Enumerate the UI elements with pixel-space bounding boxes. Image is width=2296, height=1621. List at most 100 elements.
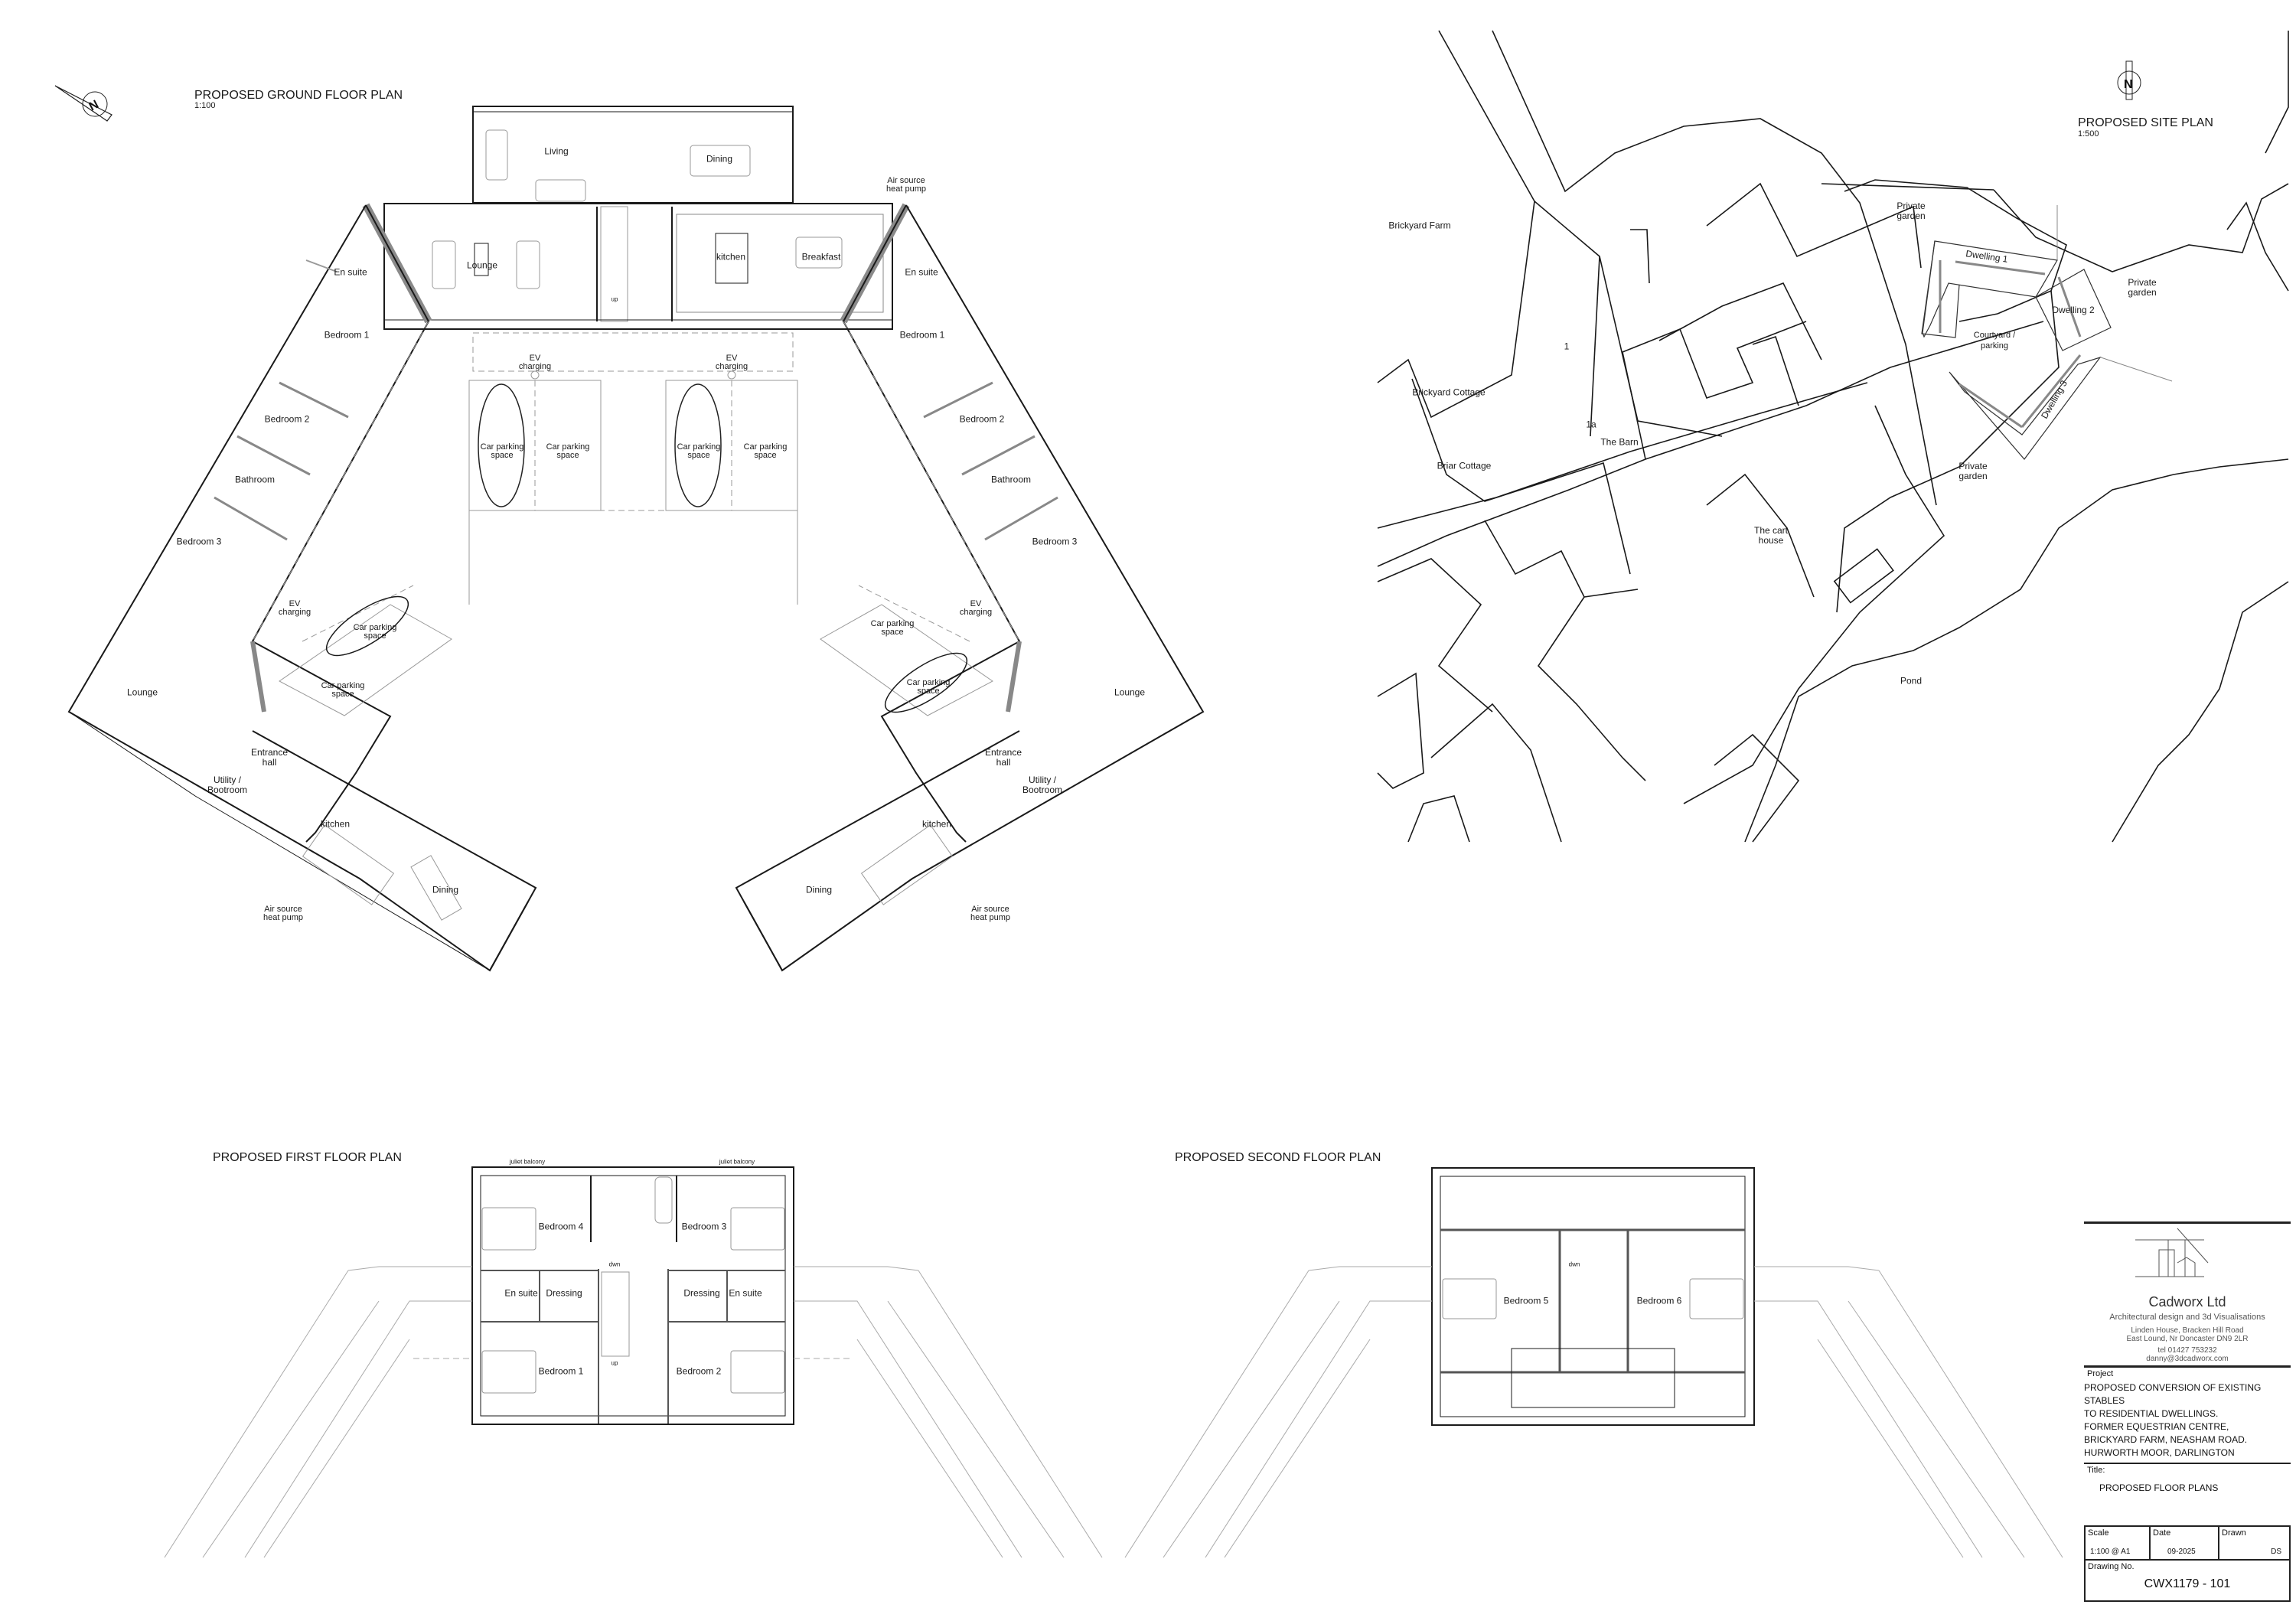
svg-text:N: N bbox=[87, 98, 101, 113]
courtyard-parking-4: Car parking space bbox=[743, 442, 788, 460]
room-dining: Dining bbox=[706, 153, 733, 165]
scale-label: Scale bbox=[2088, 1528, 2109, 1538]
date-label: Date bbox=[2153, 1528, 2171, 1538]
ground-floor-scale: 1:100 bbox=[194, 101, 216, 110]
label-pond: Pond bbox=[1900, 675, 1923, 687]
company-panel: Cadworx Ltd Architectural design and 3d … bbox=[2084, 1221, 2291, 1365]
room-breakfast: Breakfast bbox=[801, 251, 841, 263]
project-line: TO RESIDENTIAL DWELLINGS. bbox=[2084, 1408, 2219, 1419]
ff-stair-up: up bbox=[611, 1359, 618, 1367]
site-plan-scale: 1:500 bbox=[2078, 129, 2099, 139]
courtyard-parking-3: Car parking space bbox=[677, 442, 721, 460]
stair-up-label: up bbox=[611, 295, 618, 303]
ff-dressing-left: Dressing bbox=[546, 1287, 582, 1299]
scale-value: 1:100 @ A1 bbox=[2090, 1548, 2131, 1556]
address-line-2: East Lound, Nr Doncaster DN9 2LR bbox=[2126, 1335, 2249, 1343]
right-parking-2: Car parking space bbox=[906, 678, 951, 696]
label-garden-e: Private garden bbox=[2128, 277, 2157, 298]
first-floor-roof-outline bbox=[164, 1266, 1103, 1558]
company-email[interactable]: danny@3dcadworx.com bbox=[2146, 1355, 2229, 1363]
left-bedroom-2: Bedroom 2 bbox=[264, 413, 310, 425]
ff-dressing-right: Dressing bbox=[683, 1287, 720, 1299]
second-floor-plan bbox=[1431, 1167, 1755, 1426]
label-plot-1a: 1a bbox=[1586, 419, 1596, 430]
second-floor-title: PROPOSED SECOND FLOOR PLAN bbox=[1175, 1151, 1381, 1164]
courtyard-parking bbox=[252, 321, 1020, 642]
drawn-label: Drawn bbox=[2222, 1528, 2246, 1538]
room-kitchen: kitchen bbox=[716, 251, 746, 263]
drawn-value: DS bbox=[2271, 1548, 2281, 1556]
left-kitchen: kitchen bbox=[320, 818, 351, 830]
right-utility: Utility / Bootroom bbox=[1022, 775, 1063, 795]
sf-stair-dwn: dwn bbox=[1568, 1261, 1580, 1268]
sf-bedroom-6: Bedroom 6 bbox=[1636, 1295, 1682, 1306]
title-block: Cadworx Ltd Architectural design and 3d … bbox=[2084, 1221, 2291, 1602]
left-entrance-hall: Entrance hall bbox=[250, 747, 289, 768]
courtyard-parking-1: Car parking space bbox=[480, 442, 524, 460]
project-line: BRICKYARD FARM, NEASHAM ROAD. bbox=[2084, 1434, 2248, 1445]
label-brickyard-farm: Brickyard Farm bbox=[1388, 220, 1451, 231]
ff-en-suite-right: En suite bbox=[729, 1287, 762, 1299]
site-north-arrow-icon: N bbox=[2117, 60, 2141, 100]
drawing-info-grid: Scale 1:100 @ A1 Date 09-2025 Drawn DS bbox=[2084, 1525, 2291, 1561]
label-plot-1: 1 bbox=[1564, 341, 1570, 352]
project-panel: Project PROPOSED CONVERSION OF EXISTING … bbox=[2084, 1365, 2291, 1463]
project-label: Project bbox=[2087, 1369, 2114, 1378]
right-bedroom-2: Bedroom 2 bbox=[959, 413, 1005, 425]
ff-bedroom-4: Bedroom 4 bbox=[538, 1221, 584, 1232]
left-bedroom-3: Bedroom 3 bbox=[176, 536, 222, 547]
right-bedroom-1: Bedroom 1 bbox=[899, 329, 945, 341]
courtyard-parking-2: Car parking space bbox=[546, 442, 590, 460]
right-ev-charging: EV charging bbox=[959, 599, 993, 617]
label-dwelling-2: Dwelling 2 bbox=[2052, 305, 2095, 315]
label-courtyard-parking: Courtyard / parking bbox=[1973, 331, 2016, 351]
left-heat-pump: Air source heat pump bbox=[263, 905, 303, 922]
drawing-number-cell: Drawing No. CWX1179 - 101 bbox=[2084, 1561, 2291, 1602]
left-lounge: Lounge bbox=[126, 687, 158, 698]
label-the-barn: The Barn bbox=[1600, 436, 1639, 448]
site-dwellings bbox=[1921, 205, 2173, 460]
drawing-title: PROPOSED FLOOR PLANS bbox=[2099, 1482, 2219, 1493]
drawing-number-label: Drawing No. bbox=[2088, 1562, 2135, 1571]
project-line: PROPOSED CONVERSION OF EXISTING STABLES bbox=[2084, 1382, 2262, 1406]
juliet-balcony-right: juliet balcony bbox=[719, 1158, 755, 1166]
ff-en-suite-left: En suite bbox=[504, 1287, 538, 1299]
room-living: Living bbox=[544, 145, 569, 157]
ff-bedroom-1: Bedroom 1 bbox=[538, 1365, 584, 1377]
project-description: PROPOSED CONVERSION OF EXISTING STABLES … bbox=[2084, 1380, 2291, 1463]
ground-floor-centre-block bbox=[362, 106, 910, 330]
title-panel: Title: PROPOSED FLOOR PLANS bbox=[2084, 1463, 2291, 1525]
second-floor-roof-outline bbox=[1124, 1266, 2063, 1558]
right-kitchen: kitchen bbox=[921, 818, 952, 830]
ground-floor-title: PROPOSED GROUND FLOOR PLAN bbox=[194, 89, 403, 102]
room-lounge: Lounge bbox=[466, 259, 498, 271]
site-plan-linework bbox=[1377, 30, 2289, 843]
company-contact: tel 01427 753232 danny@3dcadworx.com bbox=[2084, 1346, 2291, 1363]
heat-pump-centre: Air source heat pump bbox=[886, 176, 926, 194]
left-bathroom: Bathroom bbox=[234, 474, 276, 485]
right-en-suite: En suite bbox=[905, 266, 938, 278]
company-tagline: Architectural design and 3d Visualisatio… bbox=[2109, 1313, 2265, 1322]
courtyard-ev-right: EV charging bbox=[715, 354, 748, 371]
left-en-suite: En suite bbox=[334, 266, 367, 278]
ff-stair-dwn: dwn bbox=[608, 1261, 621, 1268]
left-bedroom-1: Bedroom 1 bbox=[324, 329, 370, 341]
date-cell: Date 09-2025 bbox=[2151, 1527, 2219, 1559]
left-utility: Utility / Bootroom bbox=[207, 775, 248, 795]
company-tel: tel 01427 753232 bbox=[2157, 1346, 2217, 1355]
first-floor-plan bbox=[471, 1166, 794, 1425]
right-heat-pump: Air source heat pump bbox=[970, 905, 1010, 922]
company-name: Cadworx Ltd bbox=[2148, 1294, 2226, 1310]
right-dining: Dining bbox=[805, 884, 833, 895]
right-parking-1: Car parking space bbox=[870, 619, 915, 637]
label-brickyard-cottage: Brickyard Cottage bbox=[1412, 386, 1486, 398]
right-lounge: Lounge bbox=[1114, 687, 1146, 698]
cadworx-logo-icon bbox=[2135, 1228, 2209, 1277]
drawn-cell: Drawn DS bbox=[2219, 1527, 2288, 1559]
date-value: 09-2025 bbox=[2167, 1548, 2196, 1556]
title-label: Title: bbox=[2087, 1466, 2105, 1475]
sf-bedroom-5: Bedroom 5 bbox=[1503, 1295, 1549, 1306]
label-garden-s: Private garden bbox=[1958, 461, 1988, 481]
label-briar-cottage: Briar Cottage bbox=[1437, 460, 1492, 471]
